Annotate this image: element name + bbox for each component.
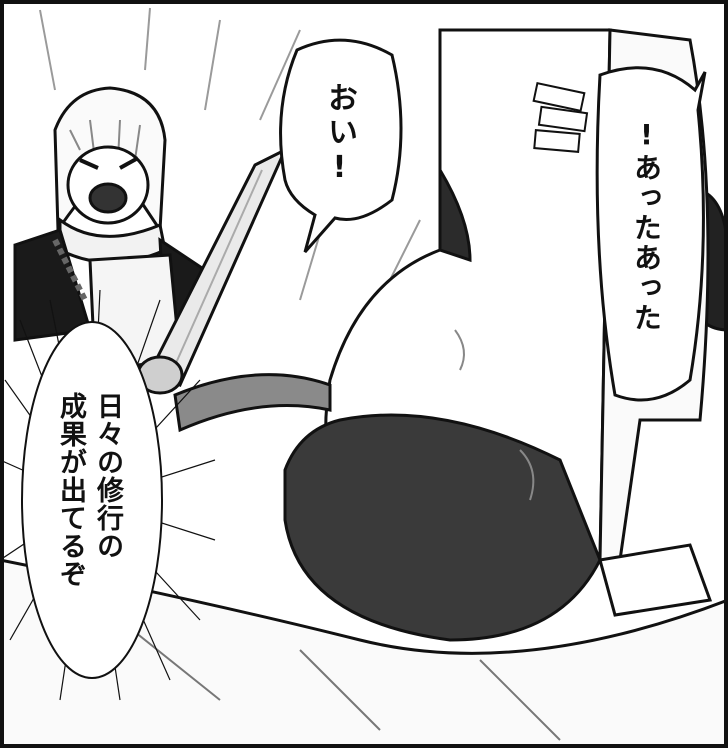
shout-burst-bubble <box>0 289 216 701</box>
dialogue-oi: おい! <box>322 82 357 189</box>
tentacle <box>173 373 332 433</box>
motion-marks <box>532 82 589 153</box>
dialogue-shout: 日々の修行の 成果が出てるぞ <box>55 392 123 588</box>
sword <box>136 146 289 395</box>
speech-bubble-atta <box>595 66 707 402</box>
dialogue-atta: !あったあった <box>630 118 663 333</box>
speech-bubble-oi <box>279 38 403 253</box>
